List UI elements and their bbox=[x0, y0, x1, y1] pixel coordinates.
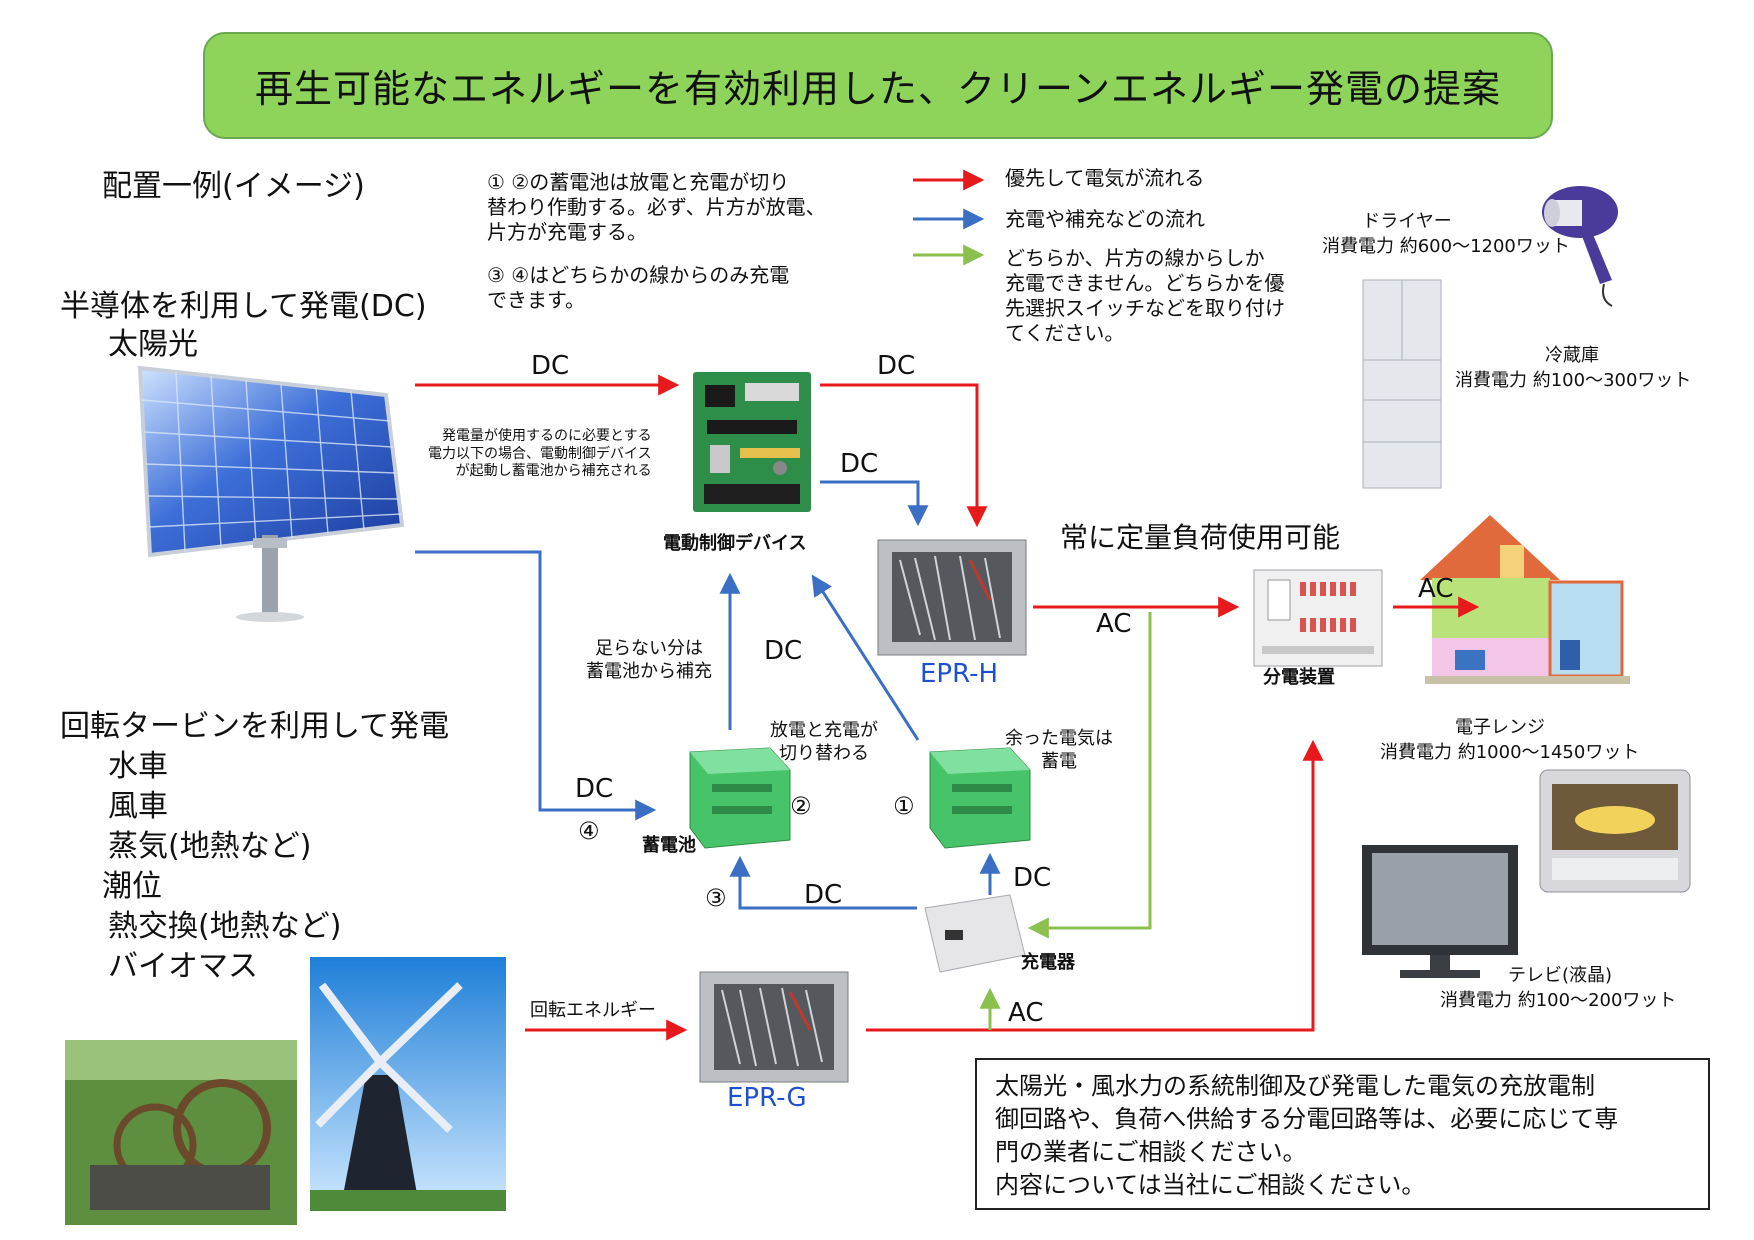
switch-note: 放電と充電が 切り替わる bbox=[770, 720, 878, 764]
legend-red-label: 優先して電気が流れる bbox=[1005, 166, 1205, 190]
constant-load-label: 常に定量負荷使用可能 bbox=[1060, 521, 1341, 554]
turbine-item-steam: 蒸気(地熱など) bbox=[108, 829, 312, 864]
layout-example-label: 配置一例(イメージ) bbox=[102, 169, 365, 204]
dc-label-middle: DC bbox=[764, 636, 803, 666]
solar-item: 太陽光 bbox=[108, 327, 198, 362]
dryer-name: ドライヤー bbox=[1362, 211, 1452, 232]
solar-panel-image bbox=[137, 365, 405, 622]
house-image bbox=[1420, 515, 1630, 684]
shortfall-note: 足らない分は 蓄電池から補充 bbox=[586, 638, 712, 682]
battery-number-1: ① bbox=[893, 792, 915, 820]
legend-arrows bbox=[913, 169, 985, 266]
battery-note-1: ① ②の蓄電池は放電と充電が切り 替わり作動する。必ず、片方が放電、 片方が充電… bbox=[487, 170, 826, 244]
battery-note-2: ③ ④はどちらかの線からのみ充電 できます。 bbox=[487, 263, 790, 312]
fridge-name: 冷蔵庫 bbox=[1545, 345, 1599, 366]
either-flow-arrows bbox=[979, 612, 1152, 1030]
distribution-label: 分電装置 bbox=[1263, 667, 1335, 688]
distribution-board-image bbox=[1253, 569, 1383, 667]
battery-number-3: ③ bbox=[705, 884, 727, 912]
dryer-image bbox=[1542, 186, 1618, 307]
ac-label-epr-h: AC bbox=[1096, 609, 1132, 639]
rotation-energy-label: 回転エネルギー bbox=[530, 1000, 656, 1021]
water-wheel-photo bbox=[65, 1040, 297, 1225]
tv-power: 消費電力 約100～200ワット bbox=[1440, 990, 1677, 1011]
turbine-item-water: 水車 bbox=[108, 749, 168, 784]
control-device-note: 発電量が使用するのに必要とする 電力以下の場合、電動制御デバイス が起動し蓄電池… bbox=[428, 428, 652, 479]
turbine-item-biomass: バイオマス bbox=[108, 949, 258, 984]
dc-label-charger-up: DC bbox=[1013, 863, 1052, 893]
priority-flow-arrows bbox=[415, 374, 1480, 1041]
microwave-name: 電子レンジ bbox=[1455, 717, 1545, 738]
consult-note: 太陽光・風水力の系統制御及び発電した電気の充放電制 御回路や、負荷へ供給する分電… bbox=[975, 1058, 1710, 1210]
dc-label-charger-left: DC bbox=[804, 880, 843, 910]
ac-label-epr-g: AC bbox=[1008, 998, 1044, 1028]
epr-h-label: EPR-H bbox=[920, 659, 999, 689]
turbine-item-heat: 熱交換(地熱など) bbox=[108, 909, 342, 944]
control-device-image bbox=[693, 372, 811, 512]
battery-2-image bbox=[689, 747, 791, 849]
dc-label-solar-battery: DC bbox=[575, 774, 614, 804]
dc-label-solar-top: DC bbox=[531, 351, 570, 381]
title-banner: 再生可能なエネルギーを有効利用した、クリーンエネルギー発電の提案 bbox=[203, 32, 1553, 139]
charge-flow-arrows bbox=[415, 480, 1001, 910]
charger-label: 充電器 bbox=[1021, 952, 1075, 973]
battery-number-4: ④ bbox=[578, 817, 600, 845]
epr-g-label: EPR-G bbox=[727, 1083, 807, 1113]
microwave-image bbox=[1539, 769, 1691, 893]
legend-blue-label: 充電や補充などの流れ bbox=[1005, 207, 1205, 231]
tv-name: テレビ(液晶) bbox=[1507, 965, 1613, 986]
windmill-photo bbox=[310, 957, 506, 1211]
battery-number-2: ② bbox=[790, 792, 812, 820]
control-device-label: 電動制御デバイス bbox=[663, 533, 807, 554]
tv-image bbox=[1362, 845, 1518, 978]
microwave-power: 消費電力 約1000～1450ワット bbox=[1380, 742, 1640, 763]
page-title: 再生可能なエネルギーを有効利用した、クリーンエネルギー発電の提案 bbox=[254, 67, 1502, 111]
surplus-note: 余った電気は 蓄電 bbox=[1005, 728, 1113, 772]
turbine-heading: 回転タービンを利用して発電 bbox=[60, 709, 450, 744]
charger-image bbox=[924, 894, 1026, 973]
ac-label-house: AC bbox=[1418, 574, 1454, 604]
epr-g-image bbox=[699, 971, 849, 1083]
battery-label: 蓄電池 bbox=[642, 835, 696, 856]
fridge-power: 消費電力 約100～300ワット bbox=[1455, 370, 1692, 391]
legend-green-label: どちらか、片方の線からしか 充電できません。どちらかを優 先選択スイッチなどを取… bbox=[1005, 246, 1285, 345]
fridge-image bbox=[1362, 279, 1442, 489]
turbine-item-wind: 風車 bbox=[108, 789, 168, 824]
dc-label-device-blue: DC bbox=[840, 449, 879, 479]
dryer-power: 消費電力 約600～1200ワット bbox=[1322, 236, 1570, 257]
epr-h-image bbox=[877, 539, 1027, 656]
solar-heading: 半導体を利用して発電(DC) bbox=[60, 289, 427, 324]
turbine-item-tide: 潮位 bbox=[102, 869, 162, 904]
battery-1-image bbox=[929, 747, 1031, 849]
dc-label-device-out: DC bbox=[877, 351, 916, 381]
